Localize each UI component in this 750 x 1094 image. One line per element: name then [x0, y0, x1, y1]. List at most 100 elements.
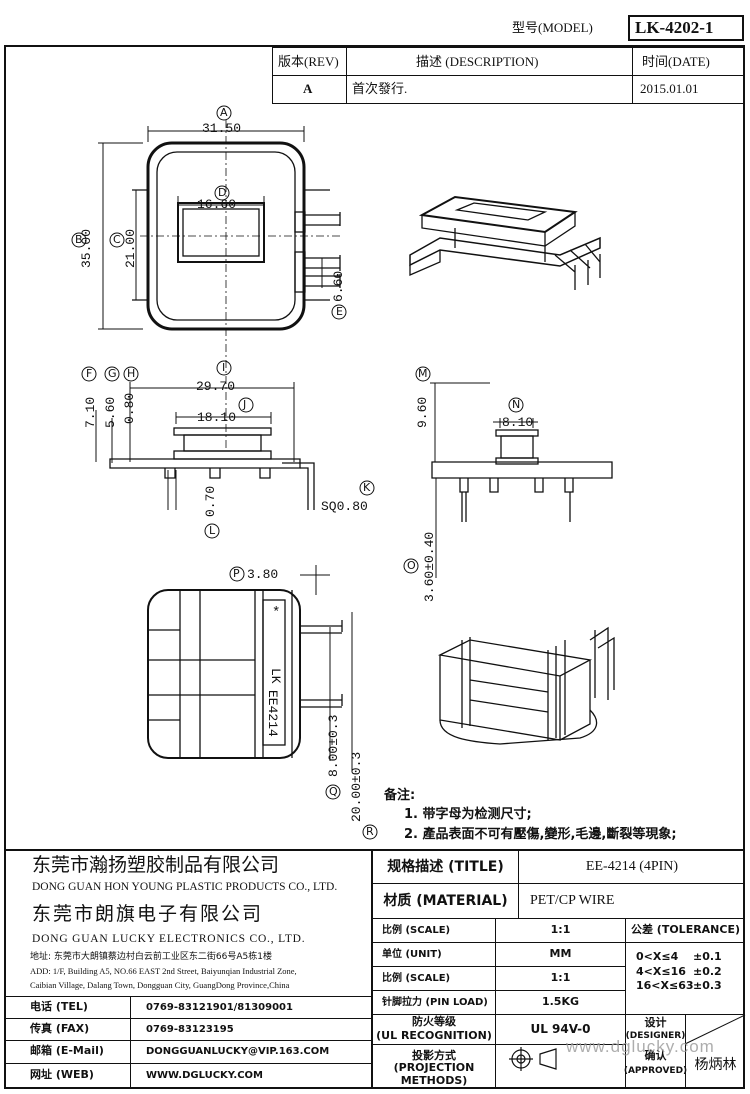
dim-j-value: 18.10: [197, 410, 237, 425]
desc-label: 描述 (DESCRIPTION): [416, 54, 539, 69]
dim-f-value: 7.10: [83, 396, 98, 428]
projection-label-cn: 投影方式: [412, 1048, 456, 1062]
dim-letter-o: O: [407, 559, 416, 572]
dim-b-value: 35.00: [79, 228, 94, 268]
tel-value: 0769-83121901/81309001: [146, 1001, 293, 1013]
web-value: WWW.DGLUCKY.COM: [146, 1069, 263, 1081]
unit-value: MM: [549, 947, 572, 961]
dim-letter-d: D: [218, 186, 227, 199]
dim-m-value: 9.60: [415, 396, 430, 428]
title-value: EE-4214 (4PIN): [585, 858, 679, 874]
company-1-en: DONG GUAN HON YOUNG PLASTIC PRODUCTS CO.…: [32, 881, 338, 893]
dim-g-value: 5.60: [103, 396, 118, 428]
material-value: PET/CP WIRE: [530, 893, 615, 909]
dim-letter-e: E: [336, 305, 343, 318]
notes-title: 备注:: [384, 788, 416, 803]
dim-letter-c: C: [113, 233, 121, 246]
pinload-label: 针脚拉力 (PIN LOAD): [382, 997, 488, 1008]
iso-view-1: [409, 195, 601, 290]
dim-p-value: 3.80: [247, 567, 279, 582]
side-view: [431, 429, 613, 522]
model-box: [628, 15, 744, 41]
tol-range-2: 4<X≤16: [636, 965, 686, 978]
notes-line-2: 2. 產品表面不可有壓傷,變形,毛邊,斷裂等現象;: [404, 827, 677, 842]
approved-en: (APPROVED): [623, 1065, 688, 1076]
dim-c-value: 21.00: [123, 228, 138, 268]
rev-label: 版本(REV): [278, 54, 339, 69]
company-2-cn: 东莞市朗旗电子有限公司: [32, 903, 264, 925]
dim-l-value: 0.70: [203, 485, 218, 517]
fire-value: UL 94V-0: [530, 1021, 591, 1036]
tolerance-label: 公差 (TOLERANCE): [630, 923, 741, 937]
title-label: 规格描述 (TITLE): [387, 858, 504, 875]
date-label: 时间(DATE): [642, 54, 710, 69]
model-label: 型号(MODEL): [512, 20, 593, 35]
dim-e-value: 6.60: [331, 270, 346, 302]
company-1-cn: 东莞市瀚扬塑胶制品有限公司: [32, 854, 280, 876]
dim-letter-r: R: [366, 825, 374, 838]
dim-o-value: 3.60±0.40: [422, 531, 437, 602]
approver-name: 杨炳林: [694, 1056, 737, 1073]
drawing-frame: [4, 45, 745, 1089]
fax-value: 0769-83123195: [146, 1023, 234, 1035]
dim-letter-n: N: [512, 398, 521, 411]
pinload-value: 1.5KG: [541, 995, 580, 1009]
dim-d-value: 16.60: [197, 197, 237, 212]
company-address-en-2: Caibian Village, Dalang Town, Dongguan C…: [30, 980, 290, 990]
scale2-value: 1:1: [550, 971, 571, 985]
company-address-cn: 地址: 东莞市大朗镇蔡边村白云前工业区东二街66号A5栋1楼: [30, 952, 272, 962]
dim-n-value: 8.10: [502, 415, 534, 430]
model-value: LK-4202-1: [635, 18, 714, 37]
dim-letter-p: P: [233, 567, 240, 580]
desc-value: 首次發行.: [352, 81, 408, 96]
designer-en: (DESIGNER): [625, 1030, 686, 1041]
dim-letter-b: B: [75, 233, 83, 246]
scale2-label: 比例 (SCALE): [382, 973, 451, 984]
notes-line-1: 1. 带字母为检测尺寸;: [404, 807, 532, 822]
fax-label: 传真 (FAX): [30, 1021, 90, 1035]
company-2-en: DONG GUAN LUCKY ELECTRONICS CO., LTD.: [32, 933, 306, 945]
rev-value: A: [303, 81, 313, 96]
dim-letter-a: A: [220, 106, 228, 119]
mail-label: 邮箱 (E-Mail): [30, 1044, 104, 1058]
tol-range-3: 16<X≤63: [636, 979, 694, 992]
dim-a-value: 31.50: [202, 121, 242, 136]
projection-label-en: (PROJECTION METHODS): [393, 1061, 475, 1087]
tol-value-3: ±0.3: [693, 979, 722, 992]
dim-i-value: 29.70: [196, 379, 236, 394]
bottom-view: [147, 589, 343, 759]
dim-letter-m: M: [418, 367, 428, 380]
dim-letter-i: I: [222, 361, 226, 374]
approved-cn: 确认: [644, 1048, 667, 1062]
tol-value-1: ±0.1: [693, 950, 722, 963]
dim-r-value: 20.00±0.3: [349, 751, 364, 822]
dim-letter-f: F: [86, 367, 93, 380]
scale-value: 1:1: [550, 923, 571, 937]
mail-value: DONGGUANLUCKY@VIP.163.COM: [146, 1046, 330, 1057]
fire-label-cn: 防火等级: [412, 1014, 456, 1028]
dim-k-value: SQ0.80: [321, 499, 368, 514]
scale-label: 比例 (SCALE): [382, 925, 451, 936]
dim-letter-k: K: [363, 481, 371, 494]
designer-cn: 设计: [644, 1015, 667, 1029]
fire-label-en: (UL RECOGNITION): [376, 1028, 492, 1042]
dim-letter-h: H: [127, 367, 136, 380]
web-label: 网址 (WEB): [30, 1067, 94, 1081]
company-address-en-1: ADD: 1/F, Building A5, NO.66 EAST 2nd St…: [30, 966, 297, 976]
tol-value-2: ±0.2: [693, 965, 722, 978]
part-pin1-mark: *: [272, 605, 281, 621]
part-brand-mark: LK: [268, 668, 283, 684]
dim-h-value: 0.80: [122, 392, 137, 424]
front-view: [109, 427, 315, 510]
part-number-mark: EE4214: [265, 690, 280, 737]
dim-letter-j: J: [243, 398, 247, 411]
dim-letter-g: G: [108, 367, 117, 380]
watermark-text: www.dglucky.com: [566, 1037, 715, 1056]
material-label: 材质 (MATERIAL): [383, 892, 508, 909]
dim-q-value: 8.00±0.3: [326, 714, 341, 777]
iso-view-2: [437, 626, 615, 745]
dim-letter-q: Q: [329, 785, 338, 798]
dim-letter-l: L: [209, 524, 216, 537]
date-value: 2015.01.01: [640, 81, 699, 96]
